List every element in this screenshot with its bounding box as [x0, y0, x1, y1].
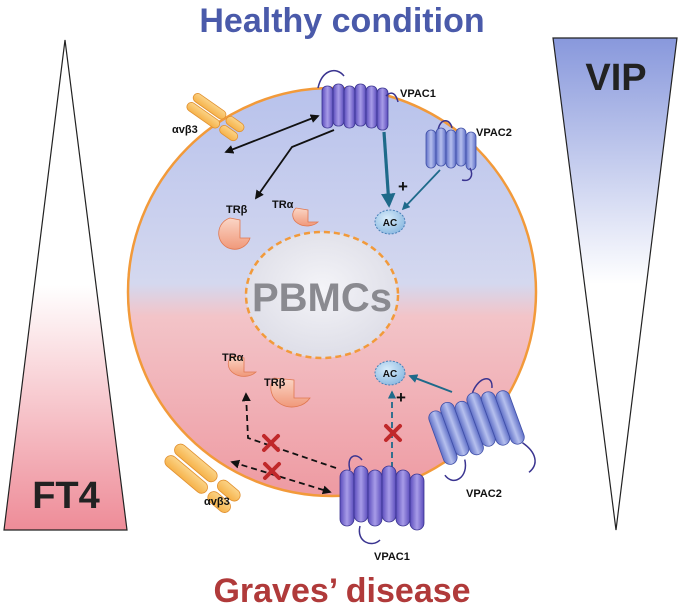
- arrow-vpac2-ac-top: [401, 169, 441, 211]
- vpac2-receptor-bottom: [428, 378, 536, 481]
- ac-bottom: [374, 360, 406, 386]
- ac-top: [374, 209, 406, 235]
- pbmcs-label: PBMCs: [252, 276, 392, 320]
- vpac1-bottom-label: VPAC1: [374, 551, 410, 563]
- arrow-vpac2-ac-bottom: [408, 374, 453, 393]
- vpac2-receptor-top: [425, 120, 477, 182]
- tr-beta-bottom: [270, 377, 311, 408]
- arrow-integrin-vpac1-bottom: [230, 459, 332, 495]
- ft4-label: FT4: [32, 475, 100, 517]
- arrow-vpac1-ac-top: [381, 131, 396, 208]
- block-x-icon: [384, 424, 402, 442]
- block-x-icon: [263, 462, 281, 480]
- vip-gradient-triangle: VIP: [552, 37, 678, 531]
- integrin-top-label: αvβ3: [172, 124, 198, 136]
- plus-top: +: [398, 177, 408, 196]
- top-title: Healthy condition: [199, 2, 484, 40]
- integrin-bottom-label: αvβ3: [204, 496, 230, 508]
- ac-bottom-label: AC: [383, 369, 397, 380]
- tr-beta-bottom-label: TRβ: [264, 377, 286, 389]
- block-x-icon: [262, 434, 280, 452]
- vpac1-top-label: VPAC1: [400, 88, 436, 100]
- tr-alpha-top-label: TRα: [272, 199, 294, 211]
- integrin-bottom: [164, 443, 241, 513]
- tr-alpha-bottom: [227, 355, 258, 377]
- tr-alpha-top: [292, 207, 320, 227]
- vip-label: VIP: [585, 57, 646, 99]
- vpac2-bottom-label: VPAC2: [466, 488, 502, 500]
- tr-alpha-bottom-label: TRα: [222, 352, 244, 364]
- vpac1-receptor-top: [317, 69, 399, 131]
- nucleus: [244, 230, 400, 360]
- vpac2-top-label: VPAC2: [476, 127, 512, 139]
- plus-bottom: +: [396, 388, 406, 407]
- bottom-title: Graves’ disease: [213, 572, 470, 610]
- ft4-gradient-triangle: FT4: [3, 39, 128, 531]
- arrow-vpac1-tr-bottom: [241, 392, 337, 469]
- vpac1-receptor-bottom: [339, 455, 425, 545]
- arrow-vpac1-tr-top: [254, 129, 335, 200]
- arrow-integrin-vpac1-top: [224, 114, 320, 154]
- tr-beta-top-label: TRβ: [226, 204, 248, 216]
- ac-top-label: AC: [383, 218, 397, 229]
- tr-beta-top: [218, 217, 251, 250]
